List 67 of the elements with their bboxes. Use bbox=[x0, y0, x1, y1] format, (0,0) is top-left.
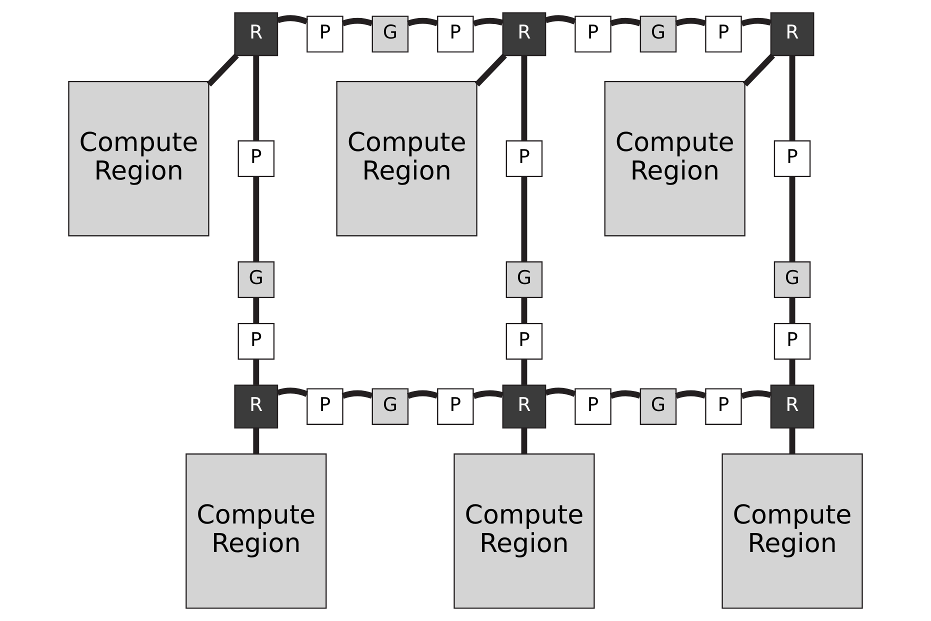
connector bbox=[253, 298, 260, 324]
connector bbox=[675, 18, 706, 26]
node-box: P bbox=[238, 140, 275, 178]
node-box: P bbox=[774, 322, 811, 360]
connector bbox=[253, 428, 260, 454]
connector bbox=[544, 388, 576, 397]
node-box: G bbox=[640, 388, 677, 425]
connector bbox=[789, 359, 796, 385]
node-box: Compute Region bbox=[722, 453, 863, 609]
connector bbox=[521, 176, 528, 262]
connector bbox=[610, 390, 642, 399]
node-box: G bbox=[774, 261, 811, 298]
connector bbox=[276, 15, 308, 24]
connector bbox=[675, 390, 706, 399]
node-box: Compute Region bbox=[604, 80, 746, 236]
connector bbox=[276, 388, 308, 397]
connector bbox=[253, 56, 260, 141]
connector bbox=[521, 428, 528, 454]
node-box: P bbox=[574, 16, 612, 53]
connector bbox=[740, 390, 772, 399]
node-box: Compute Region bbox=[68, 80, 210, 236]
connector bbox=[407, 18, 438, 26]
connector bbox=[789, 428, 796, 454]
node-box: G bbox=[506, 261, 543, 298]
node-box: P bbox=[574, 388, 612, 425]
connector bbox=[789, 56, 796, 141]
node-box: Compute Region bbox=[186, 453, 327, 609]
node-box: P bbox=[306, 388, 344, 425]
node-box: G bbox=[372, 388, 409, 425]
node-box: P bbox=[705, 16, 742, 53]
node-box: R bbox=[234, 12, 278, 56]
node-box: P bbox=[238, 322, 275, 360]
connector bbox=[342, 18, 373, 26]
node-box: P bbox=[506, 140, 543, 178]
connector bbox=[544, 15, 576, 24]
node-box: P bbox=[306, 16, 344, 53]
node-box: P bbox=[774, 140, 811, 178]
connector bbox=[610, 18, 642, 26]
connector bbox=[472, 390, 504, 399]
connector bbox=[342, 390, 373, 399]
node-box: R bbox=[234, 384, 278, 429]
connector bbox=[474, 53, 507, 87]
node-box: R bbox=[770, 384, 814, 429]
node-box: R bbox=[770, 12, 814, 56]
connector bbox=[253, 359, 260, 385]
node-box: R bbox=[502, 12, 546, 56]
connector bbox=[789, 298, 796, 324]
node-box: G bbox=[372, 16, 409, 53]
node-box: P bbox=[437, 16, 474, 53]
node-box: G bbox=[640, 16, 677, 53]
connector bbox=[521, 359, 528, 385]
connector bbox=[789, 176, 796, 262]
node-box: Compute Region bbox=[336, 80, 478, 236]
connector bbox=[521, 298, 528, 324]
node-box: P bbox=[437, 388, 474, 425]
connector bbox=[253, 176, 260, 262]
connector bbox=[742, 53, 776, 87]
connector bbox=[407, 390, 438, 399]
connector bbox=[206, 53, 239, 87]
connector bbox=[521, 56, 528, 141]
node-box: G bbox=[238, 261, 275, 298]
connector bbox=[472, 18, 504, 27]
node-box: P bbox=[506, 322, 543, 360]
node-box: R bbox=[502, 384, 546, 429]
connector bbox=[740, 18, 772, 27]
node-box: P bbox=[705, 388, 742, 425]
node-box: Compute Region bbox=[454, 453, 595, 609]
